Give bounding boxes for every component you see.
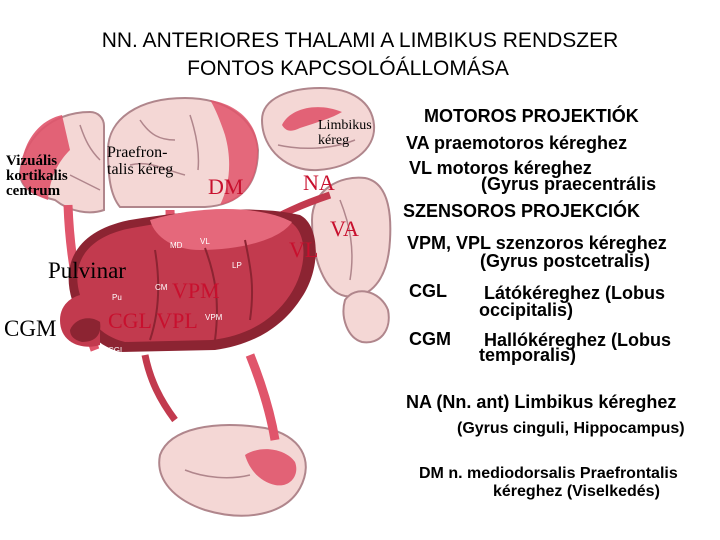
va-projection: VA praemotoros kéreghez bbox=[406, 133, 628, 153]
label-va: VA bbox=[330, 216, 359, 241]
cgm-sub: temporalis) bbox=[479, 345, 577, 365]
thalamus-projection-diagram: MD VL LP CM Pu VPM CGL bbox=[18, 86, 392, 517]
brain-motor bbox=[310, 176, 392, 298]
title-line-2: FONTOS KAPCSOLÓÁLLOMÁSA bbox=[187, 57, 509, 80]
small-md: MD bbox=[170, 241, 183, 250]
dm-projection: DM n. mediodorsalis Praefrontalis bbox=[419, 465, 678, 482]
vl-sub: (Gyrus praecentrális bbox=[481, 174, 657, 194]
label-cgl-vpl: CGL VPL bbox=[108, 308, 198, 333]
label-pulvinar: Pulvinar bbox=[48, 258, 126, 283]
small-vl: VL bbox=[200, 237, 210, 246]
prefrontal-highlight bbox=[210, 100, 258, 205]
vl-projection: VL motoros kéreghez bbox=[409, 158, 592, 178]
brain-limbic bbox=[260, 86, 376, 172]
small-pu: Pu bbox=[112, 293, 122, 302]
label-dm: DM bbox=[208, 174, 244, 199]
cgm-nucleus bbox=[70, 318, 101, 342]
limbic-highlight bbox=[282, 107, 342, 131]
na-sub: (Gyrus cinguli, Hippocampus) bbox=[457, 420, 685, 437]
thalamus-top bbox=[150, 208, 292, 250]
title-line-1: NN. ANTERIORES THALAMI A LIMBIKUS RENDSZ… bbox=[101, 29, 619, 52]
small-cm: CM bbox=[155, 283, 168, 292]
sensory-heading: SZENSOROS PROJEKCIÓK bbox=[403, 201, 641, 221]
cgl-projection: Látókéreghez (Lobus bbox=[484, 283, 666, 303]
dm-sub: kéreghez (Viselkedés) bbox=[493, 483, 660, 500]
label-vl: VL bbox=[289, 237, 319, 262]
cgm-projection: Hallókéreghez (Lobus bbox=[484, 330, 672, 350]
brain-sensory bbox=[342, 290, 390, 344]
na-projection: NA (Nn. ant) Limbikus kéreghez bbox=[406, 392, 677, 412]
visual-cortex-highlight bbox=[20, 115, 70, 200]
cgm-key: CGM bbox=[409, 329, 451, 349]
label-na: NA bbox=[303, 170, 335, 195]
small-cgl: CGL bbox=[108, 346, 125, 355]
label-vizualis: Vizuális kortikalis centrum bbox=[6, 153, 68, 199]
cgl-key: CGL bbox=[409, 281, 447, 301]
label-cgm: CGM bbox=[4, 316, 57, 341]
brain-temporal bbox=[158, 424, 307, 517]
label-limbikus: Limbikus kéreg bbox=[318, 118, 372, 148]
temporal-highlight bbox=[245, 449, 297, 486]
vpm-sub: (Gyrus postcetralis) bbox=[480, 251, 651, 271]
label-vpm: VPM bbox=[172, 278, 220, 303]
small-lp: LP bbox=[232, 261, 242, 270]
label-praefrontalis: Praefron- talis kéreg bbox=[107, 144, 174, 178]
cgl-sub: occipitalis) bbox=[479, 300, 574, 320]
vpm-projection: VPM, VPL szenzoros kéreghez bbox=[407, 233, 667, 253]
motor-heading: MOTOROS PROJEKTIÓK bbox=[424, 106, 639, 126]
small-vpm: VPM bbox=[205, 313, 223, 322]
